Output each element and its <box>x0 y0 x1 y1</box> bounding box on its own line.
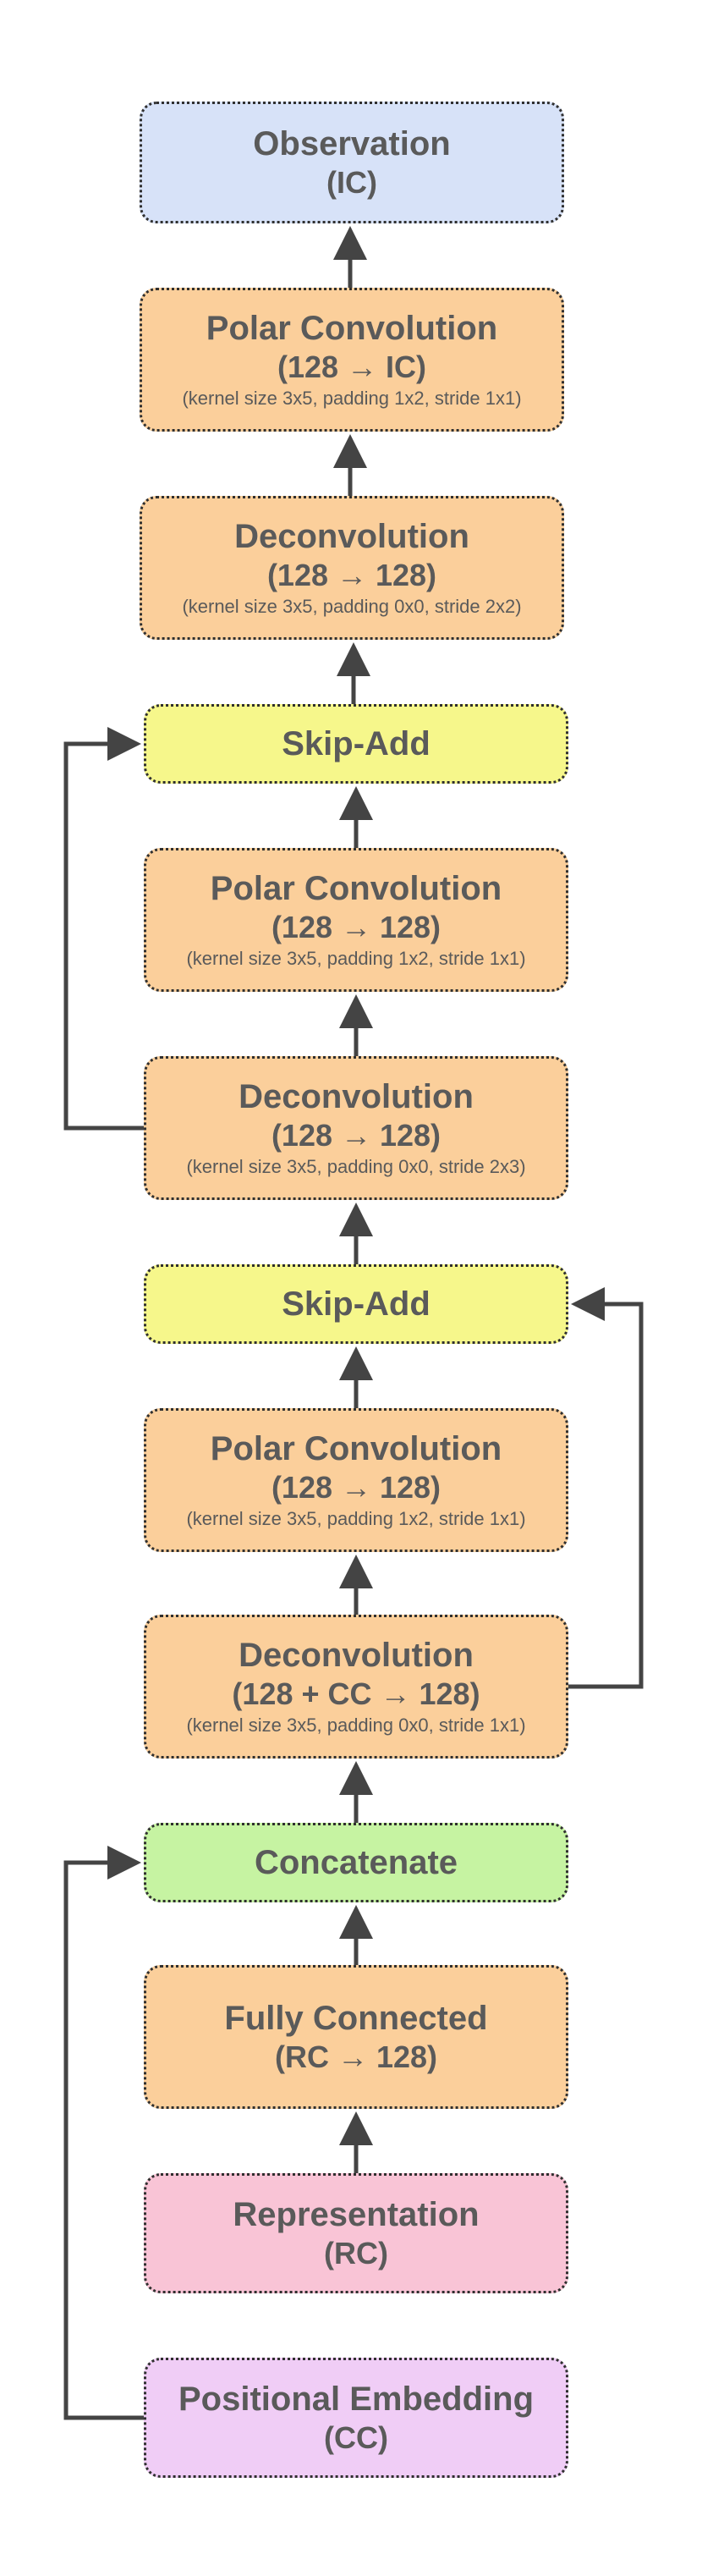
node-params: (kernel size 3x5, padding 1x2, stride 1x… <box>182 388 522 409</box>
edge-deconv-2-skip-to-skip-add-1 <box>63 727 144 1131</box>
node-subtitle: (128 + CC → 128) <box>232 1676 480 1711</box>
node-fully-connected: Fully Connected (RC → 128) <box>144 1965 568 2109</box>
node-title: Deconvolution <box>239 1637 474 1674</box>
node-deconv-1: Deconvolution (128 → 128) (kernel size 3… <box>140 496 564 640</box>
node-skip-add-2: Skip-Add <box>144 1264 568 1344</box>
node-params: (kernel size 3x5, padding 1x2, stride 1x… <box>186 1508 526 1529</box>
node-title: Skip-Add <box>282 725 431 762</box>
node-subtitle: (128 → 128) <box>271 1470 441 1505</box>
node-deconv-2: Deconvolution (128 → 128) (kernel size 3… <box>144 1056 568 1200</box>
node-subtitle: (RC) <box>324 2236 388 2271</box>
node-polar-conv-3: Polar Convolution (128 → 128) (kernel si… <box>144 1408 568 1552</box>
node-title: Deconvolution <box>239 1078 474 1115</box>
node-positional-embedding: Positional Embedding (CC) <box>144 2358 568 2478</box>
node-params: (kernel size 3x5, padding 0x0, stride 1x… <box>186 1715 526 1736</box>
node-subtitle: (128 → 128) <box>271 910 441 944</box>
node-concatenate: Concatenate <box>144 1823 568 1902</box>
node-title: Concatenate <box>254 1844 458 1881</box>
node-title: Observation <box>253 125 451 162</box>
node-title: Deconvolution <box>234 518 469 555</box>
node-title: Representation <box>233 2196 480 2233</box>
node-subtitle: (128 → 128) <box>266 558 437 592</box>
node-skip-add-1: Skip-Add <box>144 704 568 784</box>
node-subtitle: (CC) <box>324 2420 388 2455</box>
node-params: (kernel size 3x5, padding 0x0, stride 2x… <box>186 1156 526 1177</box>
edge-positional-embedding-to-concatenate <box>63 1846 144 2420</box>
node-subtitle: (128 → 128) <box>271 1118 441 1153</box>
node-title: Positional Embedding <box>178 2381 535 2418</box>
node-polar-conv-2: Polar Convolution (128 → 128) (kernel si… <box>144 848 568 992</box>
node-representation: Representation (RC) <box>144 2173 568 2293</box>
node-params: (kernel size 3x5, padding 0x0, stride 2x… <box>182 596 522 617</box>
node-title: Polar Convolution <box>210 870 502 907</box>
node-title: Polar Convolution <box>206 310 498 347</box>
node-polar-conv-1: Polar Convolution (128 → IC) (kernel siz… <box>140 288 564 432</box>
edge-deconv-3-skip-to-skip-add-2 <box>568 1287 644 1689</box>
node-subtitle: (128 → IC) <box>277 350 427 384</box>
node-deconv-3: Deconvolution (128 + CC → 128) (kernel s… <box>144 1615 568 1759</box>
node-title: Polar Convolution <box>210 1430 502 1467</box>
node-subtitle: (IC) <box>326 165 377 200</box>
node-observation: Observation (IC) <box>140 102 564 223</box>
node-title: Fully Connected <box>224 2000 488 2037</box>
node-title: Skip-Add <box>282 1285 431 1323</box>
node-subtitle: (RC → 128) <box>274 2039 438 2074</box>
node-params: (kernel size 3x5, padding 1x2, stride 1x… <box>186 948 526 969</box>
